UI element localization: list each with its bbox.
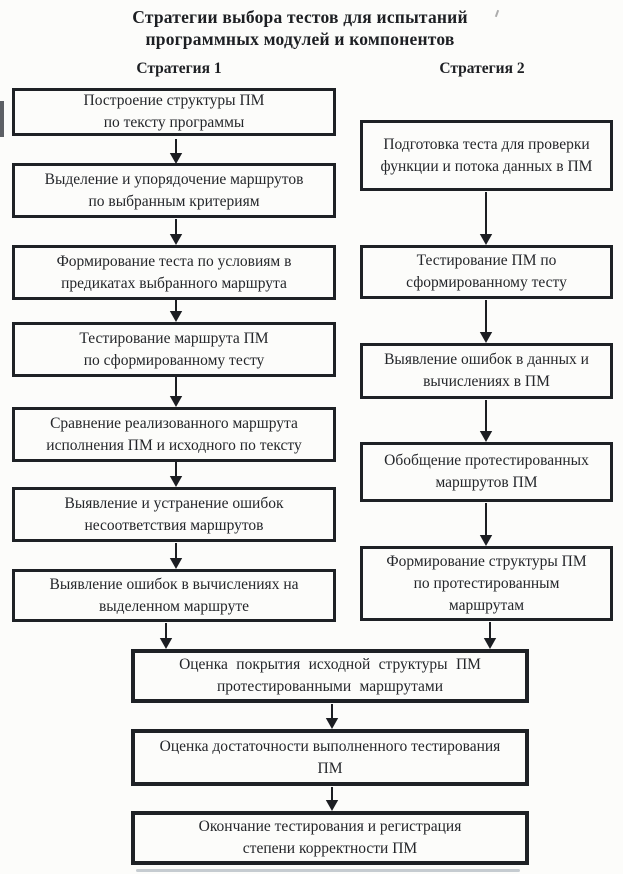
scan-artifact-bottom-shadow	[136, 869, 520, 872]
box-s1-step3: Формирование теста по условиям в предика…	[12, 245, 336, 300]
box-s2-step3: Выявление ошибок в данных и вычислениях …	[360, 343, 613, 399]
arrow-s1-3-4	[169, 300, 183, 323]
box-s2-step1: Подготовка теста для проверки функции и …	[360, 120, 613, 191]
box-s2-step2: Тестирование ПМ по сформированному тесту	[360, 245, 613, 299]
arrow-s2-4-5	[479, 503, 493, 547]
box-shared-completion: Окончание тестирования и регистрация сте…	[131, 811, 529, 865]
strategy2-header: Стратегия 2	[439, 60, 525, 77]
diagram-title: Стратегии выбора тестов для испытаний пр…	[0, 6, 600, 50]
box-s1-step5: Сравнение реализованного маршрута исполн…	[12, 407, 336, 462]
scan-artifact-left-edge	[0, 101, 4, 137]
arrow-s1-1-2	[169, 139, 183, 165]
arrow-s1-2-3	[169, 219, 183, 246]
arrow-s2-5-coverage	[483, 622, 497, 650]
arrow-s2-2-3	[479, 300, 493, 344]
arrow-s2-3-4	[479, 400, 493, 443]
box-shared-sufficiency: Оценка достаточности выполненного тестир…	[131, 729, 529, 786]
box-s1-step1: Построение структуры ПМ по тексту програ…	[12, 88, 336, 136]
arrow-s1-4-5	[169, 377, 183, 408]
diagram-title-line1: Стратегии выбора тестов для испытаний	[132, 7, 468, 27]
strategy1-header: Стратегия 1	[136, 60, 222, 77]
arrow-s2-1-2	[479, 192, 493, 246]
box-shared-coverage: Оценка покрытия исходной структуры ПМ пр…	[131, 649, 529, 703]
arrow-s1-5-6	[169, 462, 183, 488]
box-s1-step2: Выделение и упорядочение маршрутов по вы…	[12, 163, 336, 218]
arrow-s1-7-coverage	[159, 623, 173, 650]
arrow-coverage-sufficiency	[325, 704, 339, 730]
arrow-s1-6-7	[169, 543, 183, 570]
box-s1-step6: Выявление и устранение ошибок несоответс…	[12, 487, 336, 542]
box-s1-step4: Тестирование маршрута ПМ по сформированн…	[12, 322, 336, 377]
box-s2-step5: Формирование структуры ПМ по протестиров…	[360, 546, 613, 621]
diagram-title-line2: программных модулей и компонентов	[145, 29, 455, 49]
arrow-sufficiency-completion	[325, 787, 339, 812]
box-s1-step7: Выявление ошибок в вычислениях на выделе…	[12, 569, 336, 622]
box-s2-step4: Обобщение протестированных маршрутов ПМ	[360, 442, 613, 502]
